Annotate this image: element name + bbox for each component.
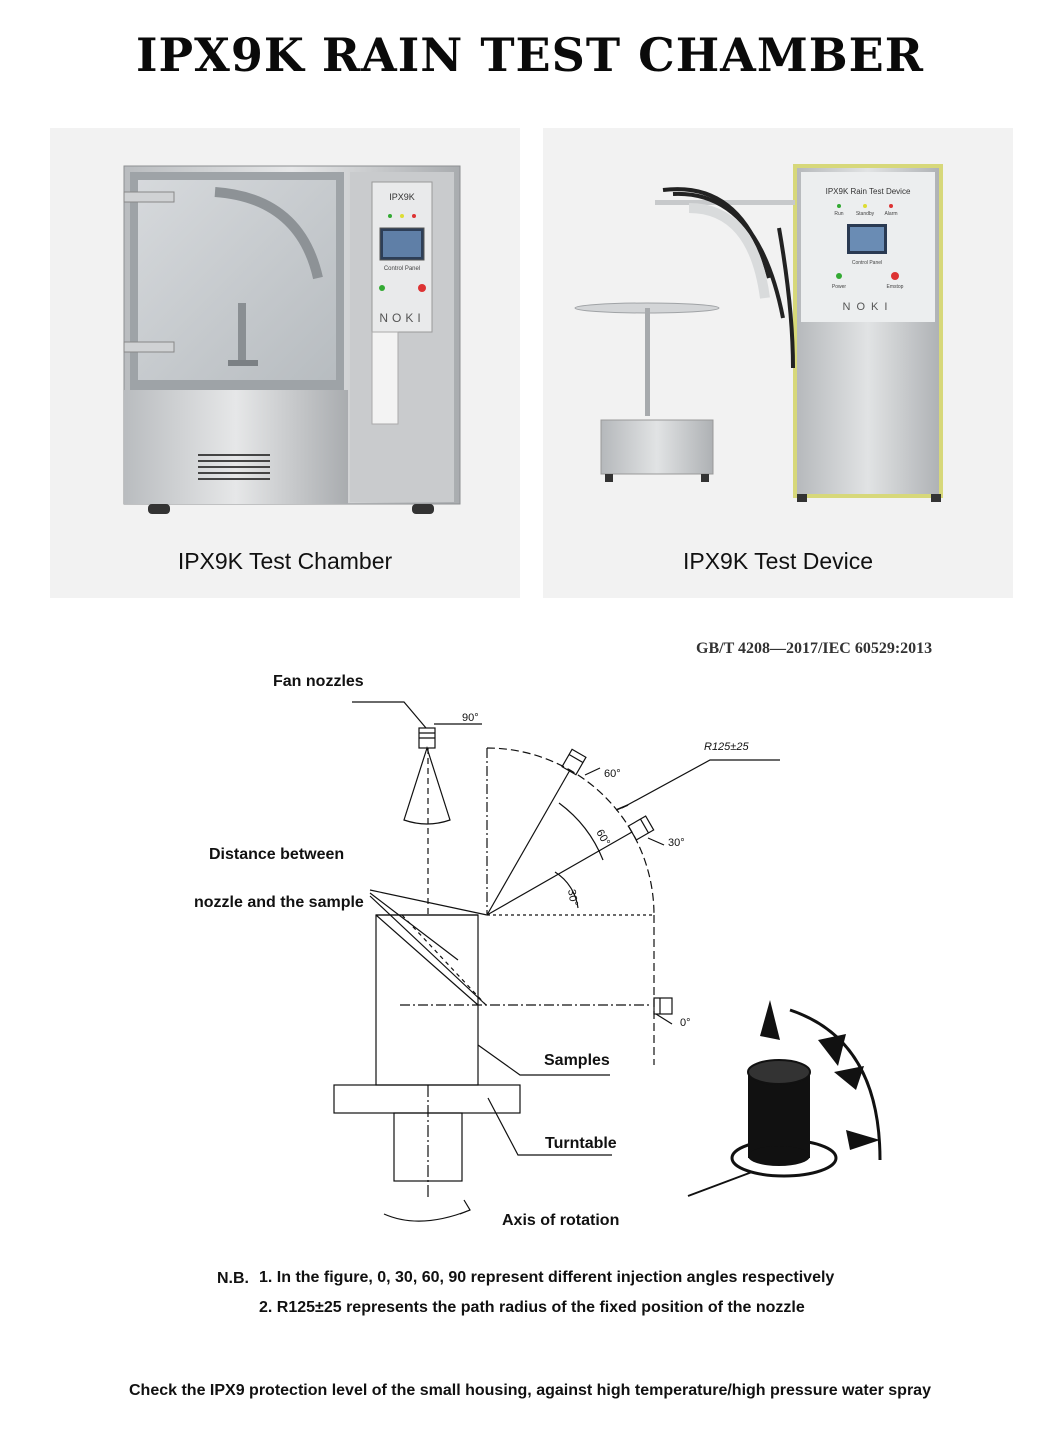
photo-caption: IPX9K Test Device [682,548,874,574]
device-brand: NOKI [843,301,894,313]
angle-60-label: 60° [604,768,621,780]
device-indicator-standby: Standby [856,211,875,217]
chamber-panel-label: IPX9K [389,192,415,202]
angle-30-label: 30° [668,837,685,849]
device-indicator-run: Run [834,211,843,217]
device-panel-sub: Control Panel [852,260,882,266]
nozzle-3d-illustration [687,1000,882,1197]
device-panel-label: IPX9K Rain Test Device [826,187,911,196]
radius-label: R125±25 [704,741,749,753]
label-fan-nozzles: Fan nozzles [273,673,364,690]
photo-test-device: IPX9K Rain Test Device Run Standby Alarm… [543,128,1013,598]
label-axis-of-rotation: Axis of rotation [502,1212,620,1229]
page-title: IPX9K RAIN TEST CHAMBER [136,28,924,82]
chamber-illustration: IPX9K Control Panel NOKI [123,165,461,514]
chamber-panel-sub: Control Panel [384,266,420,272]
chamber-brand: NOKI [379,311,424,325]
device-button-power: Power [832,284,847,290]
photo-test-chamber: IPX9K Control Panel NOKI IPX9K Test Cham… [50,128,520,598]
label-turntable: Turntable [545,1135,617,1152]
angle-90-label: 90° [462,712,479,724]
standard-reference: GB/T 4208—2017/IEC 60529:2013 [696,640,933,657]
label-samples: Samples [544,1052,610,1069]
photo-caption: IPX9K Test Chamber [177,548,393,574]
footer-text: Check the IPX9 protection level of the s… [129,1382,931,1399]
note-item-1: 1. In the figure, 0, 30, 60, 90 represen… [259,1269,835,1286]
label-distance-line2: nozzle and the sample [194,894,364,911]
label-distance-line1: Distance between [209,846,345,863]
device-indicator-alarm: Alarm [884,211,897,217]
device-illustration: IPX9K Rain Test Device Run Standby Alarm… [574,164,943,502]
notes-prefix: N.B. [217,1270,249,1287]
inner-angle-30-label: 30° [565,888,580,906]
note-item-2: 2. R125±25 represents the path radius of… [259,1299,805,1316]
angle-0-label: 0° [680,1017,691,1029]
nozzle-diagram: 90° 60° 30° 0° 60° 30° R125±25 [333,701,882,1222]
device-button-emstop: Emstop [887,284,904,290]
